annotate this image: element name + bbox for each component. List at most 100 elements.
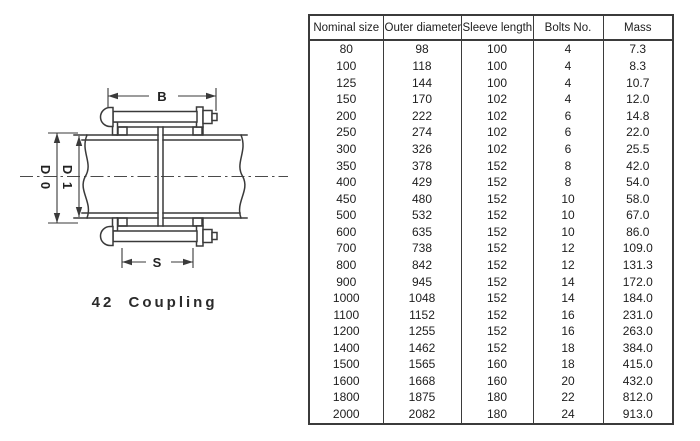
table-cell: 432.0 [602, 372, 673, 390]
table-cell: 102 [460, 107, 533, 125]
table-cell: 4 [532, 57, 603, 75]
table-cell: 100 [336, 59, 357, 74]
table-cell: 100 [460, 74, 533, 92]
table-cell: 800 [336, 257, 357, 272]
table-cell: 6 [532, 140, 603, 158]
figure-title: Coupling [129, 294, 218, 311]
table-cell: 42.0 [602, 157, 673, 174]
table-cell: 7.3 [602, 40, 673, 58]
bolt-nut-top [202, 109, 213, 125]
table-cell: 54.0 [602, 173, 673, 191]
table-cell: 400 [336, 175, 357, 190]
table-cell: 24 [532, 405, 603, 424]
table-cell: 1668 [382, 372, 461, 390]
dim-label-s: S [153, 255, 164, 270]
figure-caption: 42 Coupling [92, 294, 218, 311]
table-cell: 6 [532, 124, 603, 141]
column-header: Bolts No. [532, 15, 603, 41]
table-cell: 1800 [332, 390, 360, 405]
table-cell: 945 [382, 273, 461, 290]
table-cell: 22 [532, 389, 603, 406]
table-cell: 102 [460, 91, 533, 108]
table-cell: 152 [460, 190, 533, 208]
column-header: Sleeve length [460, 15, 533, 41]
table-cell: 12 [532, 240, 603, 257]
table-cell: 25.5 [602, 140, 673, 158]
table-cell: 1048 [382, 289, 461, 307]
break-line-right [238, 134, 246, 219]
table-cell: 109.0 [602, 240, 673, 257]
table-cell: 2082 [382, 405, 461, 424]
table-cell: 125 [336, 75, 357, 90]
table-cell: 913.0 [602, 405, 673, 424]
table-cell: 170 [382, 91, 461, 108]
table-cell: 160 [460, 372, 533, 390]
table-cell: 450 [336, 191, 357, 206]
pipe-joint [157, 126, 164, 227]
dimension-d1: D 1 [60, 136, 83, 217]
table-cell: 152 [460, 173, 533, 191]
table-cell: 144 [382, 74, 461, 92]
table-cell: 1400 [332, 340, 360, 355]
table-cell: 250 [336, 125, 357, 140]
table-cell: 10 [532, 207, 603, 224]
table-cell: 8.3 [602, 57, 673, 75]
table-cell: 1100 [333, 307, 360, 322]
pipe-left [73, 134, 159, 219]
table-cell: 1462 [382, 339, 461, 357]
table-cell: 18 [532, 356, 603, 373]
table-cell: 532 [382, 207, 461, 224]
table-cell: 80 [339, 42, 353, 57]
table-cell: 14.8 [602, 107, 673, 125]
table-cell: 152 [460, 322, 533, 340]
table-cell: 6 [532, 107, 603, 125]
table-cell: 1000 [332, 291, 360, 306]
table-cell: 58.0 [602, 190, 673, 208]
table-cell: 152 [460, 289, 533, 307]
table-cell: 500 [336, 208, 357, 223]
bolt-head-bottom [99, 225, 114, 247]
table-cell: 152 [460, 273, 533, 290]
table-cell: 1875 [382, 389, 461, 406]
table-cell: 172.0 [602, 273, 673, 290]
table-cell: 152 [460, 256, 533, 274]
table-cell: 67.0 [602, 207, 673, 224]
table-cell: 4 [532, 91, 603, 108]
table-cell: 180 [460, 389, 533, 406]
bolt-shaft-top [112, 110, 198, 123]
table-cell: 480 [382, 190, 461, 208]
table-cell: 384.0 [602, 339, 673, 357]
break-line-left [82, 134, 90, 219]
table-cell: 152 [460, 339, 533, 357]
table-cell: 118 [382, 57, 461, 75]
table-cell: 738 [382, 240, 461, 257]
bolt-nut-bottom [202, 228, 213, 244]
table-cell: 152 [460, 223, 533, 241]
table-cell: 1600 [332, 373, 360, 388]
table-cell: 12 [532, 256, 603, 274]
table-cell: 10 [532, 223, 603, 241]
table-cell: 20 [532, 372, 603, 390]
dimension-s: S [121, 248, 194, 270]
table-cell: 350 [336, 158, 357, 173]
table-cell: 98 [382, 40, 461, 58]
table-cell: 18 [532, 339, 603, 357]
table-cell: 100 [460, 40, 533, 58]
